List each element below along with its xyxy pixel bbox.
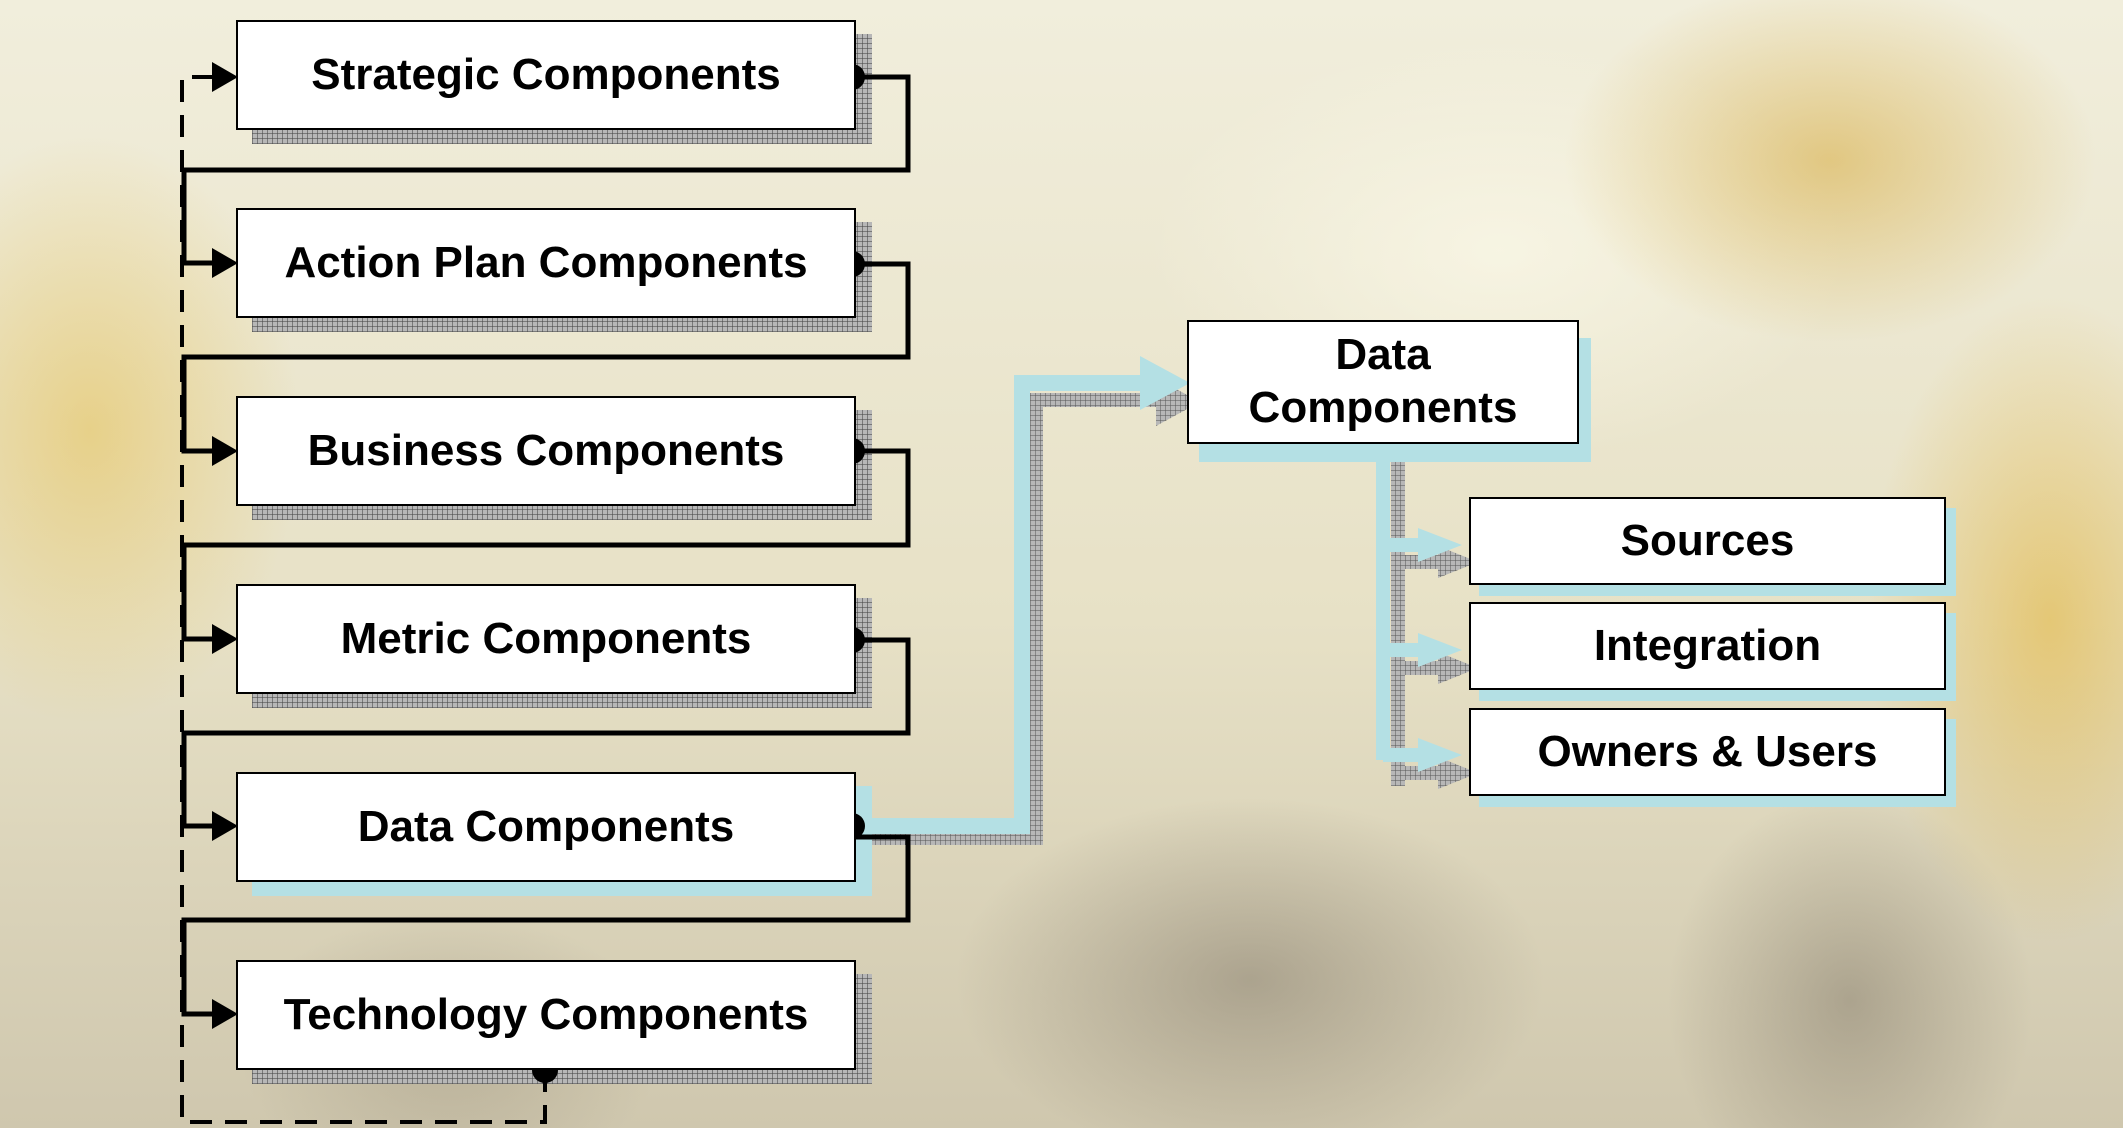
- metric-components-label: Metric Components: [340, 613, 752, 663]
- branch-arrowhead-shadow: [1438, 652, 1478, 684]
- arrowhead-metric: [212, 624, 238, 654]
- technology-components-label: Technology Components: [283, 989, 809, 1039]
- flow-arrow-shadow: [872, 393, 1160, 845]
- branch-arrowhead-shadow: [1438, 757, 1478, 789]
- data-components-label: Data Components: [357, 801, 735, 851]
- branch-shadow: [1398, 555, 1440, 780]
- action-plan-components-box[interactable]: Action Plan Components: [236, 208, 856, 318]
- arrowhead-business: [212, 436, 238, 466]
- arrowhead-strategic: [212, 62, 238, 92]
- dashed-feedback-loop: [180, 75, 547, 1124]
- connector-strategic-to-action: [181, 74, 911, 266]
- connector-metric-to-data: [181, 637, 911, 829]
- branch-arrowhead: [1418, 633, 1462, 667]
- owners-users-label: Owners & Users: [1537, 726, 1878, 776]
- connector-data-to-technology: [181, 834, 911, 1017]
- technology-components-box[interactable]: Technology Components: [236, 960, 856, 1070]
- data-components-box[interactable]: Data Components: [236, 772, 856, 882]
- detail-title-line2: Components: [1248, 383, 1518, 432]
- arrowhead-technology: [212, 999, 238, 1029]
- data-components-detail-box[interactable]: Data Components: [1187, 320, 1579, 444]
- integration-box[interactable]: Integration: [1469, 602, 1946, 690]
- metric-components-box[interactable]: Metric Components: [236, 584, 856, 694]
- owners-users-box[interactable]: Owners & Users: [1469, 708, 1946, 796]
- strategic-components-box[interactable]: Strategic Components: [236, 20, 856, 130]
- branch-line: [1383, 538, 1420, 762]
- connector-action-to-business: [181, 261, 911, 454]
- flow-arrowhead: [1140, 356, 1190, 410]
- flow-arrow: [858, 375, 1150, 834]
- connector-business-to-metric: [181, 448, 911, 642]
- arrowhead-action-plan: [212, 248, 238, 278]
- arrowhead-data: [212, 811, 238, 841]
- action-plan-components-label: Action Plan Components: [284, 237, 808, 287]
- branch-arrowhead: [1418, 528, 1462, 562]
- sources-label: Sources: [1620, 515, 1795, 565]
- branch-arrowhead: [1418, 738, 1462, 772]
- strategic-components-label: Strategic Components: [311, 49, 781, 99]
- integration-label: Integration: [1593, 620, 1822, 670]
- sources-box[interactable]: Sources: [1469, 497, 1946, 585]
- business-components-box[interactable]: Business Components: [236, 396, 856, 506]
- branch-arrowhead-shadow: [1438, 546, 1478, 578]
- detail-title-line1: Data: [1335, 330, 1431, 380]
- business-components-label: Business Components: [307, 425, 785, 475]
